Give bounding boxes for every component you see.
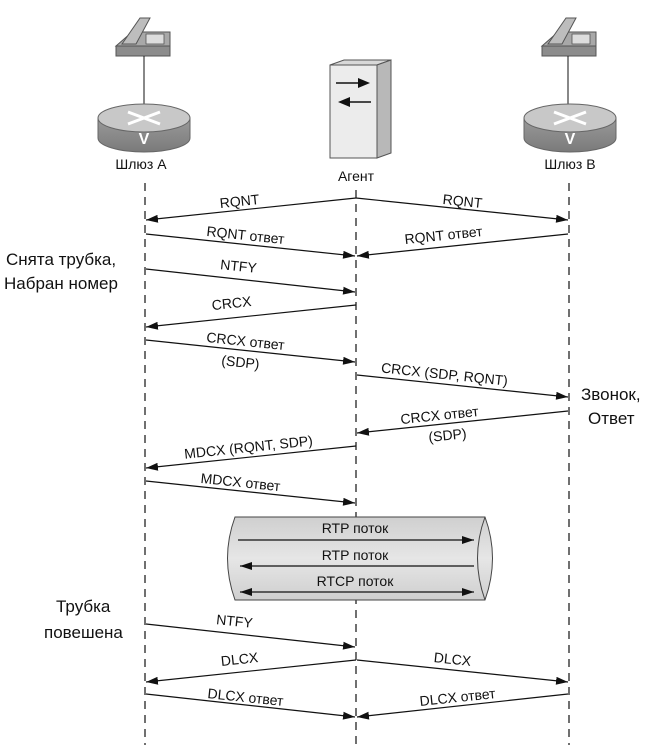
svg-text:V: V [139, 131, 150, 148]
msg-mdcx-ack-from-a: MDCX ответ [145, 470, 356, 506]
agent-label: Агент [338, 168, 375, 184]
svg-text:RQNT: RQNT [442, 191, 484, 211]
msg-crcx-to-a: CRCX [145, 293, 357, 330]
svg-text:DLCX ответ: DLCX ответ [207, 685, 285, 709]
svg-text:RTCP поток: RTCP поток [317, 573, 395, 589]
annotation-ring-answer-line2: Ответ [588, 409, 635, 428]
rtp-stream-b-to-a: RTP поток [240, 547, 474, 570]
msg-dlcx-ack-from-a: DLCX ответ [145, 685, 356, 720]
svg-text:RQNT ответ: RQNT ответ [206, 223, 286, 247]
msg-rqnt-to-a: RQNT [145, 191, 357, 223]
svg-text:NTFY: NTFY [220, 256, 259, 276]
svg-text:NTFY: NTFY [216, 611, 255, 631]
annotation-ring-answer-line1: Звонок, [581, 385, 641, 404]
msg-dlcx-to-b: DLCX [356, 649, 569, 685]
annotation-off-hook-line2: Набран номер [4, 274, 118, 293]
rtcp-stream-bidirectional: RTCP поток [240, 573, 474, 596]
msg-mdcx-to-a: MDCX (RQNT, SDP) [145, 432, 357, 471]
gateway-a-label: Шлюз А [115, 156, 167, 172]
gateway-b-label: Шлюз В [544, 156, 595, 172]
svg-text:DLCX ответ: DLCX ответ [419, 685, 497, 709]
phone-icon [114, 17, 171, 57]
svg-text:(SDP): (SDP) [221, 352, 261, 372]
router-icon: V [97, 103, 191, 153]
svg-text:CRCX ответ: CRCX ответ [400, 403, 480, 427]
msg-rqnt-to-b: RQNT [355, 191, 569, 223]
msg-rqnt-ack-from-b: RQNT ответ [356, 223, 569, 259]
msg-crcx-ack-from-a: CRCX ответ (SDP) [145, 329, 356, 372]
annotation-on-hook-line1: Трубка [56, 597, 111, 616]
rtp-stream-a-to-b: RTP поток [238, 520, 474, 544]
msg-ntfy-off-hook: NTFY [145, 256, 356, 295]
svg-text:CRCX: CRCX [211, 293, 253, 313]
svg-text:V: V [565, 131, 576, 148]
router-icon: V [523, 103, 617, 153]
msg-dlcx-ack-from-b: DLCX ответ [356, 685, 569, 720]
svg-text:DLCX: DLCX [433, 649, 472, 669]
svg-text:(SDP): (SDP) [428, 425, 468, 445]
svg-text:CRCX ответ: CRCX ответ [206, 329, 286, 353]
svg-text:DLCX: DLCX [220, 649, 259, 669]
media-stream-pipe [227, 516, 493, 601]
msg-ntfy-on-hook: NTFY [145, 611, 356, 650]
svg-text:RTP поток: RTP поток [322, 520, 389, 536]
annotation-off-hook-line1: Снята трубка, [6, 250, 116, 269]
msg-rqnt-ack-from-a: RQNT ответ [145, 223, 356, 259]
phone-icon [540, 17, 597, 57]
msg-crcx-ack-from-b: CRCX ответ (SDP) [356, 403, 569, 445]
msg-crcx-to-b: CRCX (SDP, RQNT) [356, 359, 569, 400]
svg-text:RQNT: RQNT [219, 191, 261, 211]
msg-dlcx-to-a: DLCX [145, 649, 357, 685]
annotation-on-hook-line2: повешена [44, 623, 123, 642]
call-agent-server-icon [329, 59, 392, 159]
svg-text:RTP поток: RTP поток [322, 547, 389, 563]
